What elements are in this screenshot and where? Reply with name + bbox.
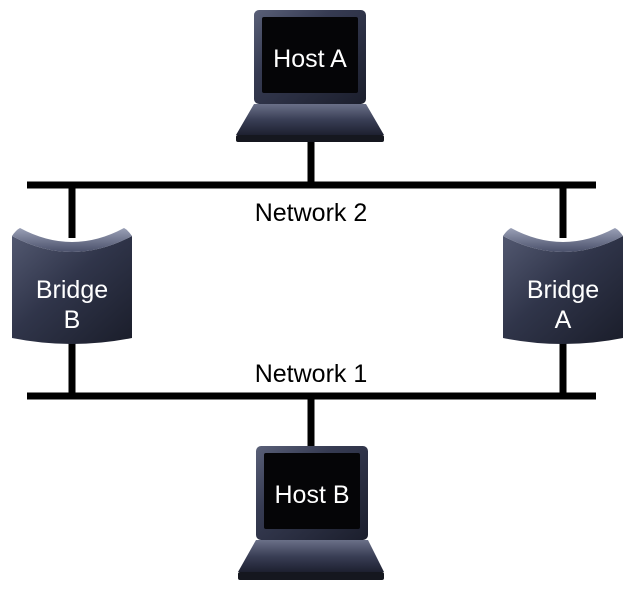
- bridge-a-label-line2: A: [555, 306, 572, 334]
- host-b-laptop-icon: Host B: [238, 446, 384, 580]
- bridge-a-icon: Bridge A: [503, 228, 623, 344]
- bridge-b-icon: Bridge B: [12, 228, 132, 344]
- host-a-laptop-icon: Host A: [236, 10, 384, 142]
- network-1-label: Network 1: [255, 360, 368, 388]
- network-2-label: Network 2: [255, 199, 368, 227]
- bridge-a-label-line1: Bridge: [527, 276, 599, 304]
- bridge-b-label-line1: Bridge: [36, 276, 108, 304]
- bridge-b-label-line2: B: [64, 306, 81, 334]
- host-a-label: Host A: [273, 45, 347, 73]
- host-b-label: Host B: [274, 481, 349, 509]
